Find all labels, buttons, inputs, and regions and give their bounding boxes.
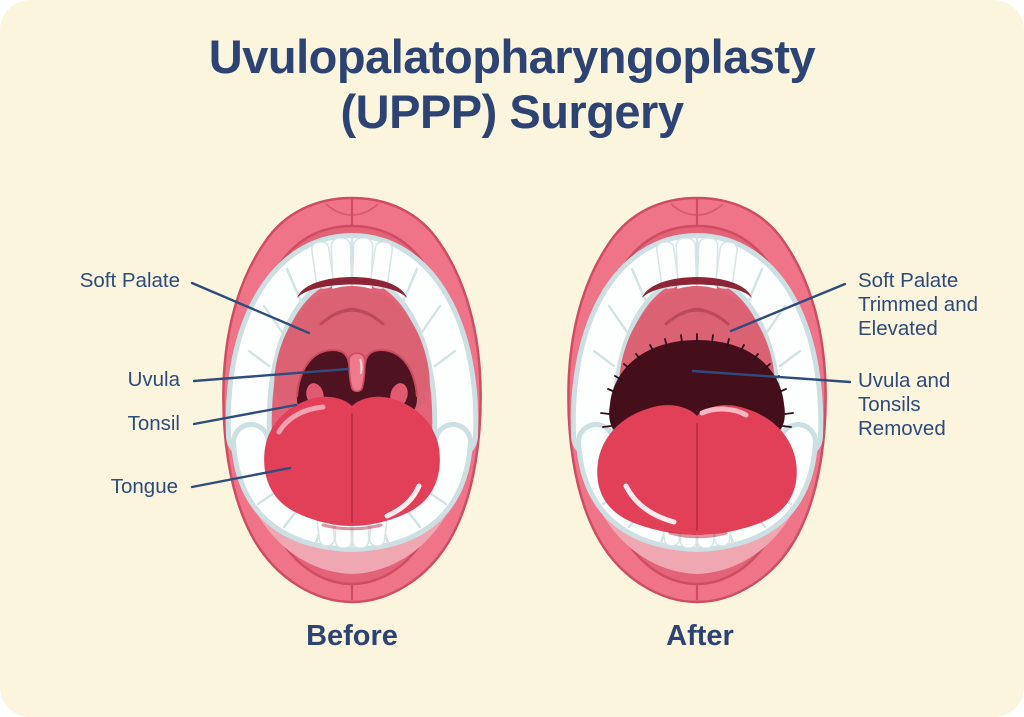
label-soft-palate-trimmed: Soft Palate Trimmed and Elevated [858,269,978,340]
palate-shadow [642,277,752,298]
fauces-outline [296,348,418,398]
uvula-tonsils-removed-leader-line [691,369,852,384]
uvula-leader-line [192,367,350,383]
title-line-2: (UPPP) Surgery [340,84,684,138]
after-caption: After [666,620,734,652]
uvula [348,352,366,393]
soft-palate-trimmed-leader-line [729,282,847,333]
label-tonsil: Tonsil [127,412,180,435]
palate-shadow [297,277,407,298]
label-uvula-tonsils-removed: Uvula and Tonsils Removed [858,369,951,440]
page-title: Uvulopalatopharyngoplasty (UPPP) Surgery [0,30,1024,140]
label-tongue: Tongue [110,475,178,498]
title-line-1: Uvulopalatopharyngoplasty [208,30,816,83]
tongue [264,396,440,531]
before-caption: Before [306,620,398,652]
stitches [600,333,794,428]
label-soft-palate: Soft Palate [79,269,180,292]
tongue [597,405,797,539]
tonsil-leader-line [192,403,298,426]
label-uvula: Uvula [127,368,180,391]
after-mouth-illustration [567,196,827,604]
tongue-leader-line [190,466,292,489]
soft-palate-leader-line [190,281,311,335]
before-mouth-illustration [222,196,482,604]
